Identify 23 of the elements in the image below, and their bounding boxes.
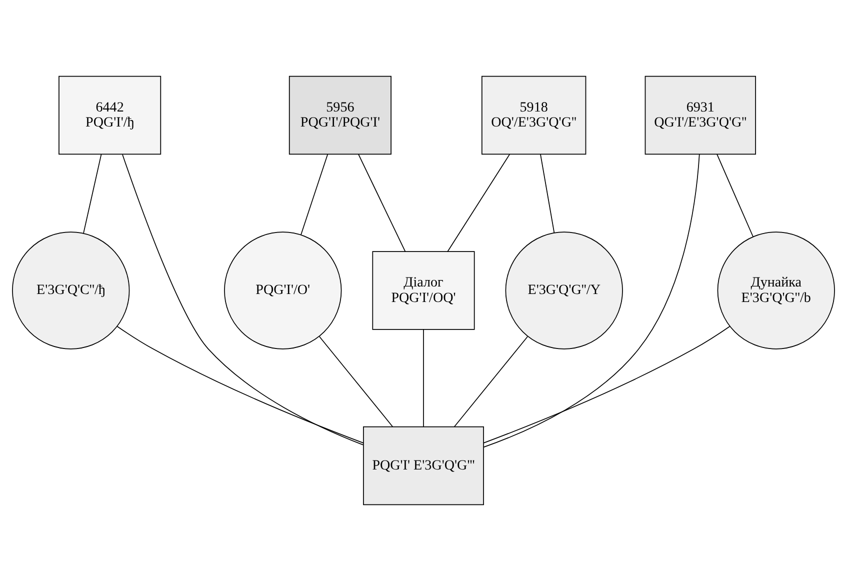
connector xyxy=(358,153,406,252)
connector xyxy=(483,325,730,443)
connector xyxy=(447,153,510,252)
connector xyxy=(319,336,393,427)
connector xyxy=(122,154,364,445)
connector xyxy=(716,153,754,237)
connector xyxy=(423,328,424,427)
node-box: 5956 PQG'I'/PQG'I' xyxy=(288,75,392,154)
node-box: 5918 OQ'/E'3G'Q'G'' xyxy=(481,75,586,154)
connector xyxy=(483,153,700,447)
node-box: PQG'I' E'3G'Q'G''' xyxy=(363,426,484,505)
node-box: Діалог PQG'I'/OQ' xyxy=(372,250,475,330)
node-circle: Дунайка E'3G'Q'G''/b xyxy=(717,231,835,349)
connector xyxy=(300,153,328,235)
node-box: 6931 QG'I'/E'3G'Q'G'' xyxy=(644,75,756,154)
node-circle: E'3G'Q'G''/Y xyxy=(505,231,623,349)
node-circle: E'3G'Q'C''/ђ xyxy=(12,231,130,349)
connector xyxy=(454,336,528,427)
connector xyxy=(116,325,364,443)
node-box: 6442 PQG'I'/ђ xyxy=(58,75,162,154)
node-circle: PQG'I'/O' xyxy=(224,231,342,349)
connector xyxy=(540,153,555,233)
connector xyxy=(83,153,102,234)
